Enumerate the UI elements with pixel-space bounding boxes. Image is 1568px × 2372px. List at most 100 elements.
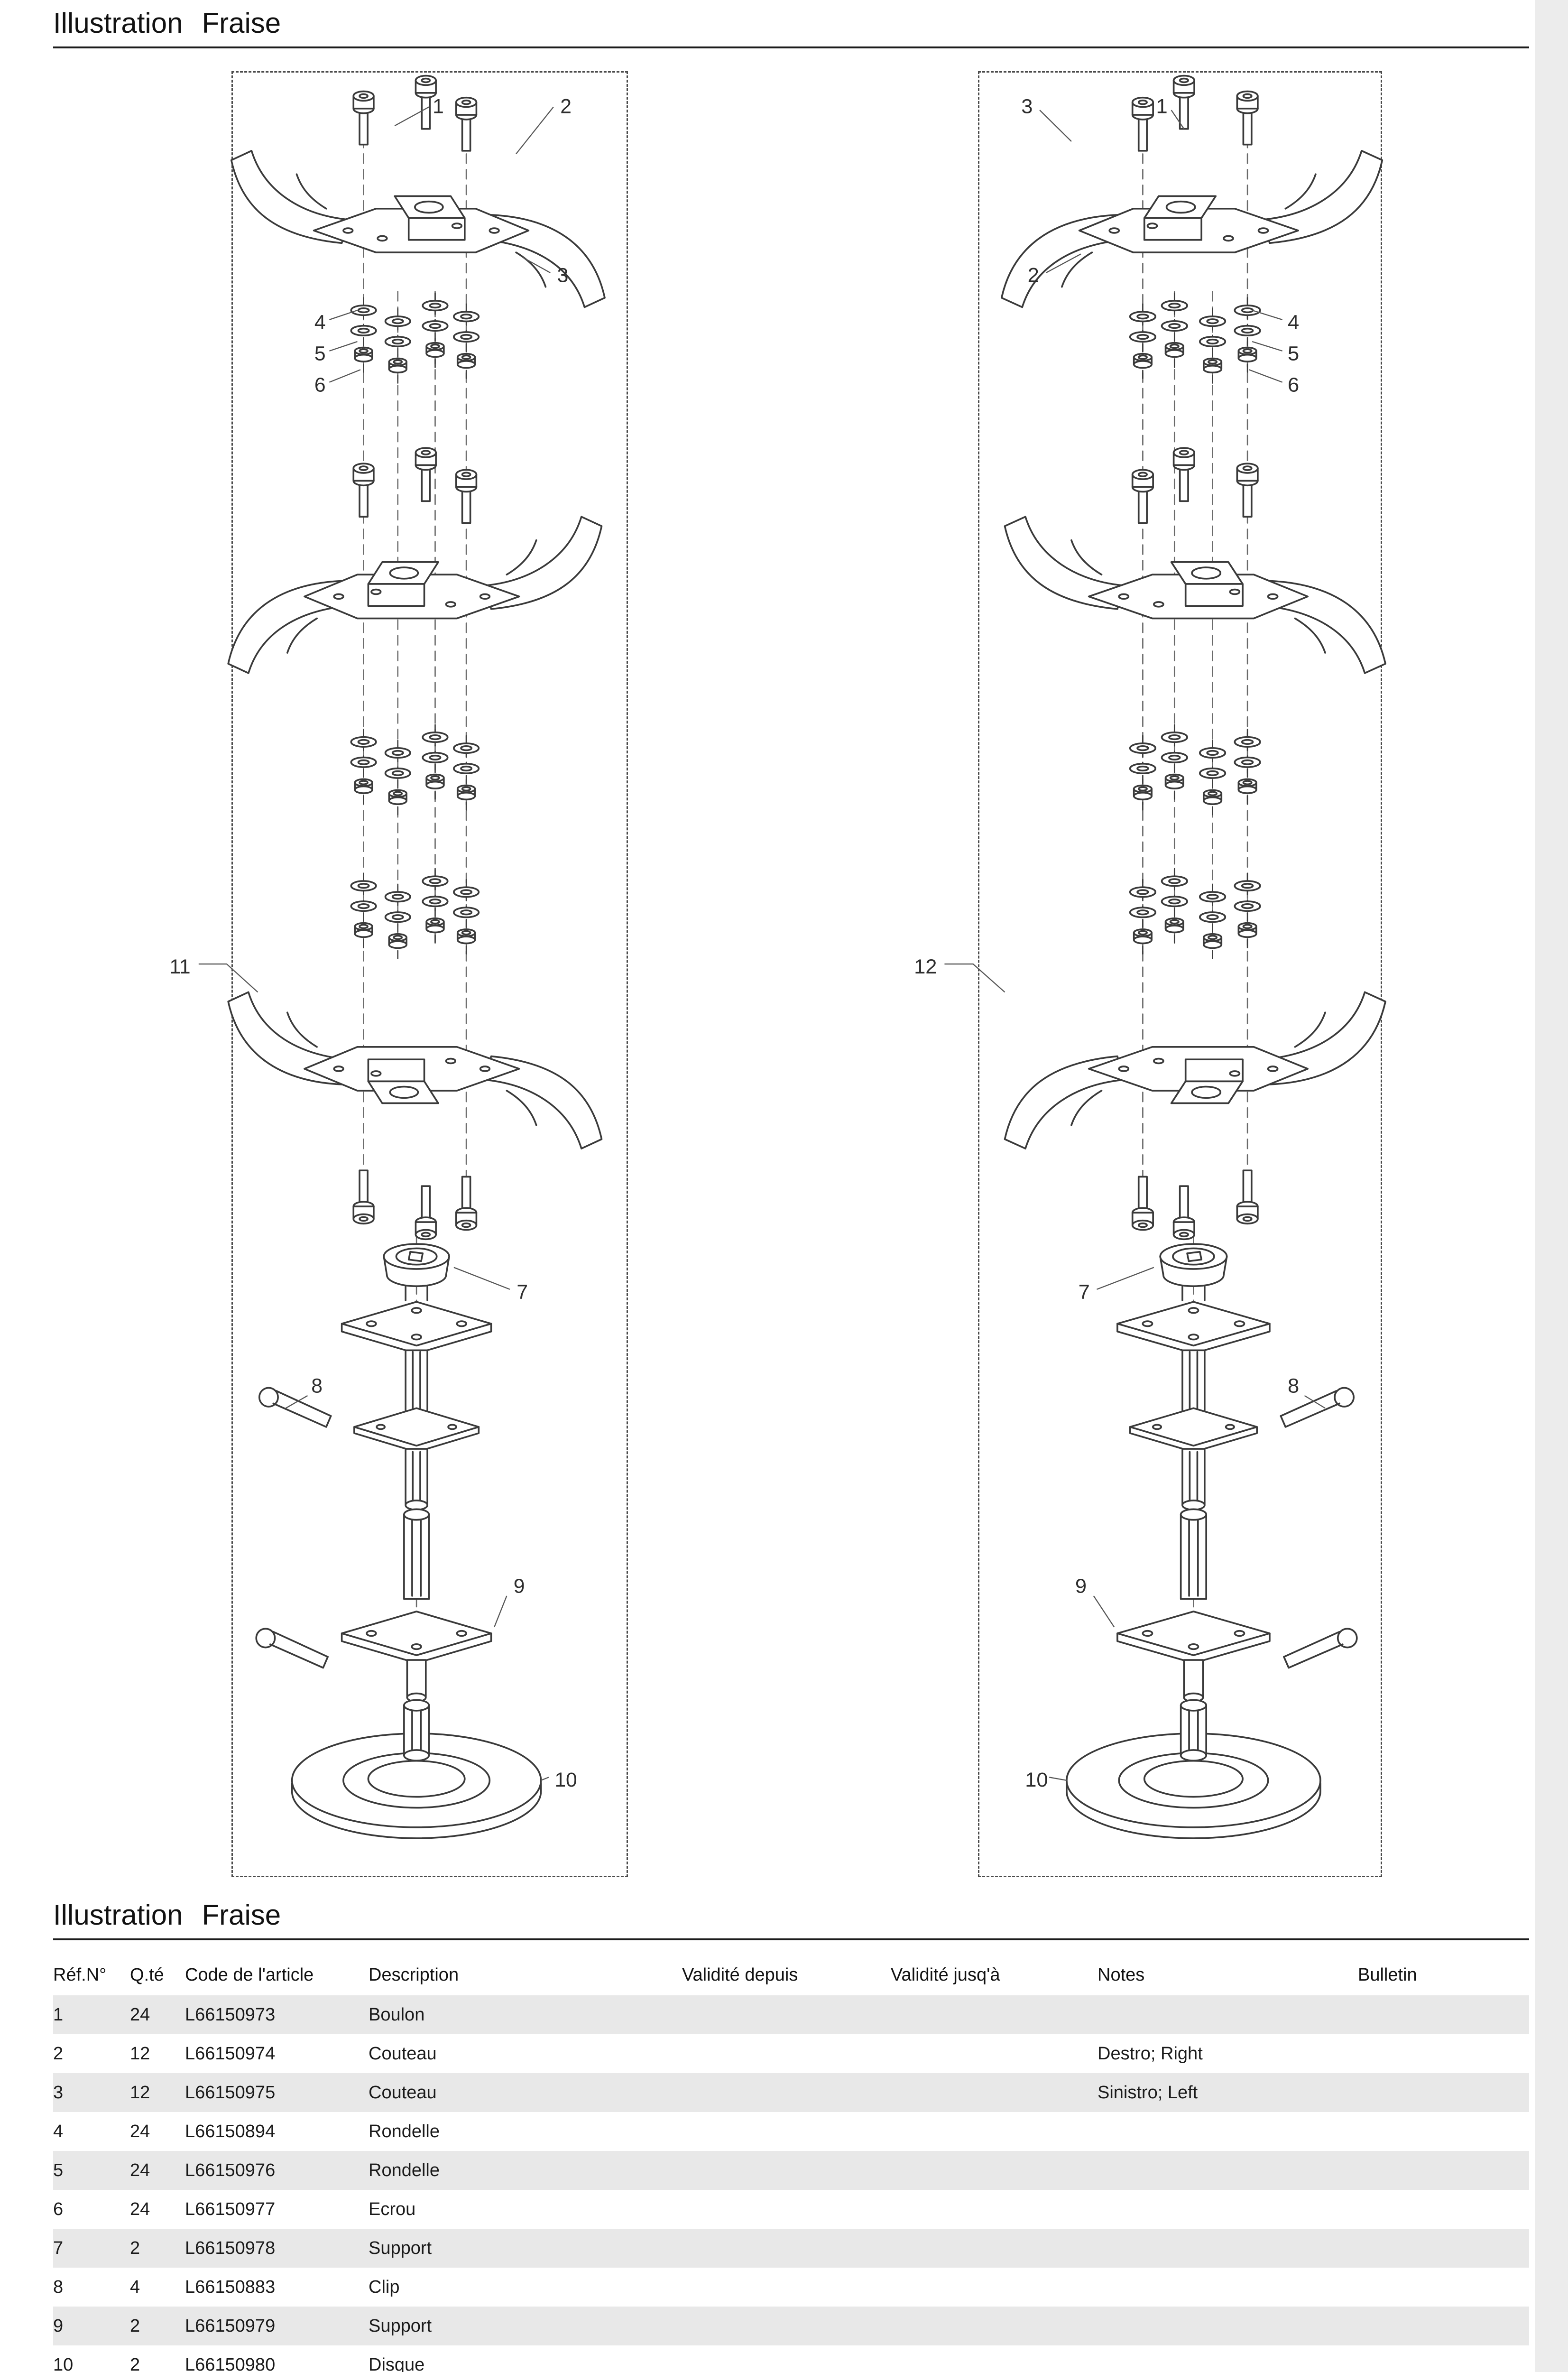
header-from: Validité depuis xyxy=(682,1964,798,1985)
table-row: 1 24 L66150973 Boulon xyxy=(53,1995,1529,2034)
callout-label: 5 xyxy=(1288,343,1299,365)
cell-desc: Ecrou xyxy=(369,2199,416,2219)
tiller-assembly-drawing-mirrored xyxy=(1002,76,1385,1838)
table-row: 3 12 L66150975 Couteau Sinistro; Left xyxy=(53,2073,1529,2112)
cell-ref: 3 xyxy=(53,2082,64,2103)
table-header-row: Réf.N° Q.té Code de l'article Descriptio… xyxy=(53,1955,1529,1995)
tiller-assembly-drawing xyxy=(228,76,605,1838)
cell-ref: 5 xyxy=(53,2160,64,2180)
cell-desc: Couteau xyxy=(369,2082,437,2103)
cell-code: L66150975 xyxy=(185,2082,276,2103)
tiller-diagram-right-svg: 3 1 2 4 5 6 12 7 8 9 10 xyxy=(914,73,1381,1876)
table-row: 9 2 L66150979 Support xyxy=(53,2307,1529,2345)
cell-desc: Support xyxy=(369,2316,432,2336)
callout-label: 3 xyxy=(1021,95,1033,118)
callout-label: 10 xyxy=(554,1769,577,1791)
cell-qty: 24 xyxy=(130,2004,150,2025)
cell-code: L66150977 xyxy=(185,2199,276,2219)
callout-leader-lines xyxy=(198,106,554,1781)
callout-leader-lines xyxy=(944,110,1326,1781)
cell-desc: Disque xyxy=(369,2354,425,2372)
cell-code: L66150980 xyxy=(185,2354,276,2372)
table-row: 10 2 L66150980 Disque xyxy=(53,2345,1529,2372)
callout-labels-right: 3 1 2 4 5 6 12 7 8 9 10 xyxy=(914,95,1299,1791)
cell-qty: 24 xyxy=(130,2199,150,2219)
callout-label: 6 xyxy=(1288,374,1299,397)
page-title-word1: Illustration xyxy=(53,7,183,39)
header-ref: Réf.N° xyxy=(53,1964,107,1985)
cell-desc: Rondelle xyxy=(369,2121,440,2141)
callout-label: 2 xyxy=(560,95,572,118)
cell-ref: 2 xyxy=(53,2043,64,2064)
table-title-word1: Illustration xyxy=(53,1899,183,1931)
cell-desc: Couteau xyxy=(369,2043,437,2064)
callout-label: 9 xyxy=(514,1575,525,1597)
cell-notes: Destro; Right xyxy=(1098,2043,1203,2064)
table-row: 2 12 L66150974 Couteau Destro; Right xyxy=(53,2034,1529,2073)
cell-notes: Sinistro; Left xyxy=(1098,2082,1198,2103)
header-code: Code de l'article xyxy=(185,1964,314,1985)
cell-qty: 24 xyxy=(130,2121,150,2141)
callout-labels-left: 1 2 3 4 5 6 11 7 8 9 10 xyxy=(169,95,577,1791)
cell-code: L66150978 xyxy=(185,2238,276,2258)
callout-label: 12 xyxy=(914,955,937,978)
cell-qty: 2 xyxy=(130,2238,140,2258)
header-qty: Q.té xyxy=(130,1964,164,1985)
table-title-word2: Fraise xyxy=(202,1899,281,1931)
cell-ref: 9 xyxy=(53,2316,64,2336)
header-notes: Notes xyxy=(1098,1964,1145,1985)
cell-qty: 4 xyxy=(130,2277,140,2297)
callout-label: 3 xyxy=(557,264,569,287)
title-rule xyxy=(53,46,1529,48)
cell-ref: 6 xyxy=(53,2199,64,2219)
cell-desc: Boulon xyxy=(369,2004,425,2025)
cell-ref: 1 xyxy=(53,2004,64,2025)
cell-ref: 10 xyxy=(53,2354,74,2372)
cell-qty: 12 xyxy=(130,2043,150,2064)
callout-label: 9 xyxy=(1075,1575,1087,1598)
table-row: 7 2 L66150978 Support xyxy=(53,2229,1529,2268)
cell-ref: 4 xyxy=(53,2121,64,2141)
header-bulletin: Bulletin xyxy=(1358,1964,1417,1985)
callout-label: 7 xyxy=(1079,1281,1090,1304)
callout-label: 2 xyxy=(1028,264,1039,287)
cell-qty: 12 xyxy=(130,2082,150,2103)
cell-ref: 7 xyxy=(53,2238,64,2258)
callout-label: 6 xyxy=(314,373,326,396)
exploded-view-panel-left: 1 2 3 4 5 6 11 7 8 9 10 xyxy=(169,71,628,1877)
cell-desc: Support xyxy=(369,2238,432,2258)
callout-label: 1 xyxy=(433,95,444,118)
table-row: 4 24 L66150894 Rondelle xyxy=(53,2112,1529,2151)
cell-code: L66150974 xyxy=(185,2043,276,2064)
callout-label: 4 xyxy=(1288,311,1299,334)
table-rule xyxy=(53,1938,1529,1940)
callout-label: 10 xyxy=(1025,1769,1048,1791)
callout-label: 8 xyxy=(1288,1375,1299,1398)
cell-desc: Clip xyxy=(369,2277,400,2297)
header-to: Validité jusq'à xyxy=(891,1964,1000,1985)
tiller-diagram-left-svg: 1 2 3 4 5 6 11 7 8 9 10 xyxy=(169,73,627,1876)
table-section-title: Illustration Fraise xyxy=(53,1899,281,1931)
cell-qty: 2 xyxy=(130,2316,140,2336)
callout-label: 11 xyxy=(169,955,190,978)
exploded-view-panel-right: 3 1 2 4 5 6 12 7 8 9 10 xyxy=(914,71,1382,1877)
header-desc: Description xyxy=(369,1964,459,1985)
cell-qty: 24 xyxy=(130,2160,150,2180)
cell-desc: Rondelle xyxy=(369,2160,440,2180)
cell-code: L66150976 xyxy=(185,2160,276,2180)
parts-table: Réf.N° Q.té Code de l'article Descriptio… xyxy=(53,1955,1529,2372)
callout-label: 1 xyxy=(1156,95,1167,118)
cell-code: L66150979 xyxy=(185,2316,276,2336)
cell-code: L66150973 xyxy=(185,2004,276,2025)
callout-label: 8 xyxy=(311,1374,323,1397)
page-title-word2: Fraise xyxy=(202,7,281,39)
callout-label: 7 xyxy=(517,1280,528,1303)
table-row: 6 24 L66150977 Ecrou xyxy=(53,2190,1529,2229)
table-row: 5 24 L66150976 Rondelle xyxy=(53,2151,1529,2190)
cell-qty: 2 xyxy=(130,2354,140,2372)
callout-label: 4 xyxy=(314,311,326,334)
page-title: Illustration Fraise xyxy=(53,7,281,39)
cell-ref: 8 xyxy=(53,2277,64,2297)
cell-code: L66150883 xyxy=(185,2277,276,2297)
